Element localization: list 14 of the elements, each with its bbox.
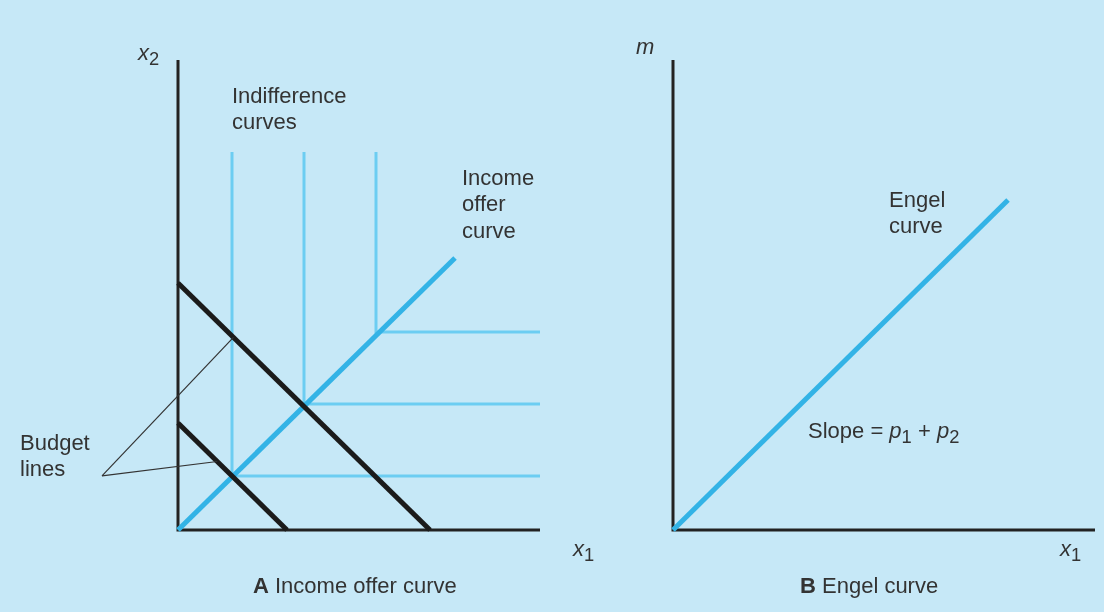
leader-line [101, 336, 235, 477]
axis-label: m [636, 34, 655, 61]
slope-label: Slope = p$_{1}$ + p$_{2}$ [808, 418, 960, 449]
leader-line [101, 460, 218, 477]
panel-caption: A Income offer curve [253, 573, 457, 600]
callout-label: Budget lines [20, 430, 100, 483]
curve-label: Engel curve [889, 187, 947, 240]
curve-label: Income offer curve [462, 165, 536, 245]
axis-label: x$_{1}$ [1060, 536, 1082, 567]
curve-label: Indifference curves [232, 83, 348, 136]
panel-caption: B Engel curve [800, 573, 939, 600]
budget-line [176, 281, 432, 532]
axis-label: x$_{2}$ [138, 40, 160, 71]
axis-label: x$_{1}$ [573, 536, 595, 567]
